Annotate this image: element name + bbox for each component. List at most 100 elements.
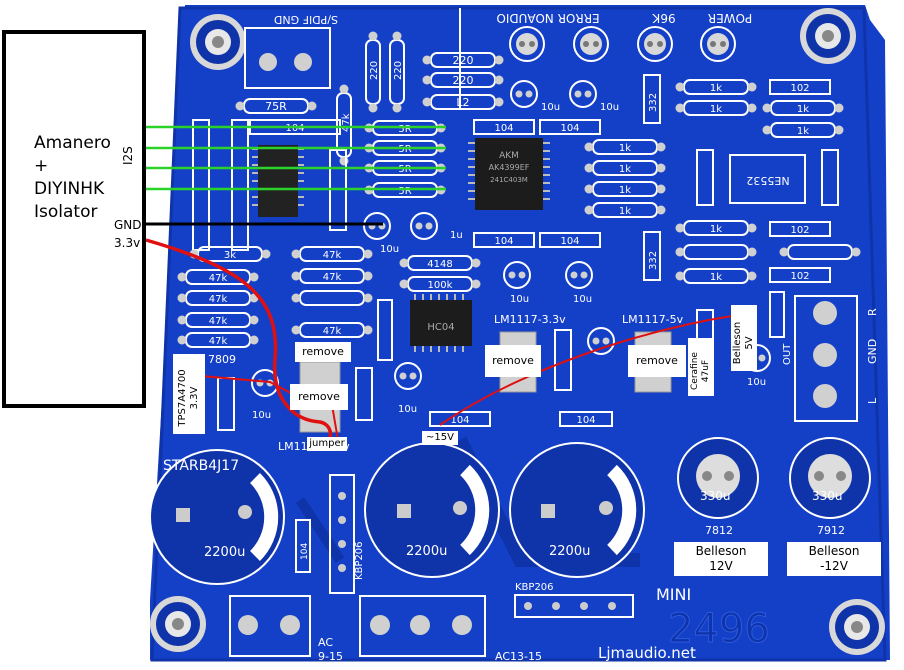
hc04-chip-icon — [410, 300, 472, 346]
res-220-a: 220 — [453, 54, 474, 67]
hc04-label: HC04 — [427, 322, 454, 333]
res-47k-top: 47k — [341, 113, 352, 132]
res-1k-g: 1k — [797, 104, 809, 115]
jumper-label: jumper — [307, 437, 347, 451]
cap-10u-b: 10u — [600, 102, 619, 113]
belleson-5v-box: Belleson 5V — [731, 305, 757, 371]
res-1k-j: 1k — [710, 272, 722, 283]
mount-hole-bottom-right-icon — [829, 599, 885, 655]
cap-330u-b: 330u — [812, 489, 843, 503]
cap-10u-h: 10u — [747, 377, 766, 388]
belleson-minus12v-box: Belleson -12V — [787, 542, 881, 576]
out-r-label: R — [866, 308, 879, 316]
cerafine-box: Cerafine 47uF — [688, 338, 714, 396]
mini-label: MINI — [656, 585, 691, 604]
cap-1u: 1u — [450, 230, 463, 241]
spdif-label: S/PDIF GND — [274, 13, 338, 26]
res-5r-2: 5R — [398, 144, 411, 155]
mount-hole-top-right-icon — [800, 8, 856, 64]
diode-4148: 4148 — [427, 259, 452, 270]
reg-5v-label: LM1117-5v — [622, 313, 684, 326]
cap-2200u-b: 2200u — [406, 544, 447, 559]
amanero-line-1: Amanero — [34, 133, 111, 153]
reg-7809-label: 7809 — [208, 353, 236, 366]
mount-hole-top-left-icon — [190, 14, 246, 70]
error-noaudio-label: ERROR NOAUDIO — [496, 11, 599, 25]
res-l2: L2 — [456, 96, 469, 109]
v15-label: ~15V — [422, 431, 458, 445]
cap-104-f: 104 — [450, 415, 469, 426]
reg-3v3-label: LM1117-3.3v — [494, 313, 566, 326]
res-5r-3: 5R — [398, 164, 411, 175]
opamp-label: NE5532 — [746, 174, 789, 187]
cap-104-a: 104 — [285, 123, 304, 134]
cerafine-line-2: 47uF — [701, 359, 711, 383]
res-1k-a: 1k — [619, 143, 631, 154]
res-5r-1: 5R — [398, 124, 411, 135]
reg-7812-label: 7812 — [705, 524, 733, 537]
power-wire-3v3 — [145, 238, 333, 449]
tps-line-1: TPS7A4700 — [177, 369, 188, 427]
power-wire-15v — [439, 314, 739, 426]
dac-chip-code: 241C403M — [490, 176, 528, 184]
cap-10u-d: 10u — [510, 294, 529, 305]
cap-330u-a: 330u — [700, 489, 731, 503]
remove-label-1: remove — [295, 342, 351, 362]
ac-right-label: AC13-15 — [495, 650, 542, 663]
power-label: POWER — [708, 11, 752, 25]
remove-label-4: remove — [628, 345, 686, 377]
cap-104-c: 104 — [560, 123, 579, 134]
cap-104-e: 104 — [560, 236, 579, 247]
res-3k: 3k — [224, 250, 236, 261]
res-47k-3: 47k — [209, 316, 228, 327]
res-47k-2: 47k — [209, 294, 228, 305]
v33-label: 3.3v — [114, 236, 141, 250]
label-96k: 96K — [651, 11, 675, 25]
cap-104-g: 104 — [576, 415, 595, 426]
belleson-12v-line-1: Belleson — [695, 544, 747, 558]
res-102-a: 102 — [790, 83, 809, 94]
out-label: OUT — [782, 343, 793, 365]
model-label: 2496 — [668, 606, 770, 652]
out-gnd-label: GND — [866, 339, 879, 364]
amanero-line-2: + — [34, 156, 49, 176]
cerafine-line-1: Cerafine — [690, 352, 700, 390]
cap-104-d: 104 — [494, 236, 513, 247]
dac-chip-brand: AKM — [499, 151, 519, 161]
cap-104-b: 104 — [494, 123, 513, 134]
bridge-kbp206-a: KBP206 — [354, 541, 365, 580]
tps-line-2: 3.3V — [189, 386, 200, 410]
res-75r: 75R — [265, 100, 287, 113]
dac-chip-icon — [475, 138, 543, 210]
cap-10u-f: 10u — [252, 410, 271, 421]
res-1k-f: 1k — [710, 104, 722, 115]
res-102-b: 102 — [790, 225, 809, 236]
res-1k-i: 1k — [710, 224, 722, 235]
res-47k-1: 47k — [209, 273, 228, 284]
belleson-minus12v-line-2: -12V — [820, 559, 848, 573]
res-5r-4: 5R — [398, 186, 411, 197]
res-220-c: 220 — [369, 61, 380, 80]
belleson-5v-line-1: Belleson — [732, 321, 743, 365]
cap-2200u-a: 2200u — [204, 545, 245, 560]
remove-label-2: remove — [290, 384, 348, 410]
res-332-b: 332 — [648, 251, 659, 270]
remove-label-3: remove — [485, 345, 541, 377]
res-332-a: 332 — [648, 93, 659, 112]
website-label: Ljmaudio.net — [598, 644, 696, 662]
belleson-12v-line-2: 12V — [709, 559, 733, 573]
belleson-minus12v-line-1: Belleson — [808, 544, 860, 558]
cap-10u-g: 10u — [398, 404, 417, 415]
cap-104-h: 104 — [300, 543, 310, 560]
belleson-12v-box: Belleson 12V — [674, 542, 768, 576]
ic-left-icon — [258, 145, 298, 217]
res-1k-e: 1k — [710, 83, 722, 94]
i2s-wires — [146, 125, 446, 191]
res-47k-6: 47k — [323, 272, 342, 283]
amanero-title: Amanero + DIYINHK Isolator — [34, 132, 111, 224]
tps-label-box: TPS7A4700 3.3V — [173, 354, 205, 434]
amanero-line-4: Isolator — [34, 202, 98, 222]
reg-7912-label: 7912 — [817, 524, 845, 537]
bridge-kbp206-b: KBP206 — [515, 582, 554, 593]
gnd-label: GND — [114, 218, 142, 232]
